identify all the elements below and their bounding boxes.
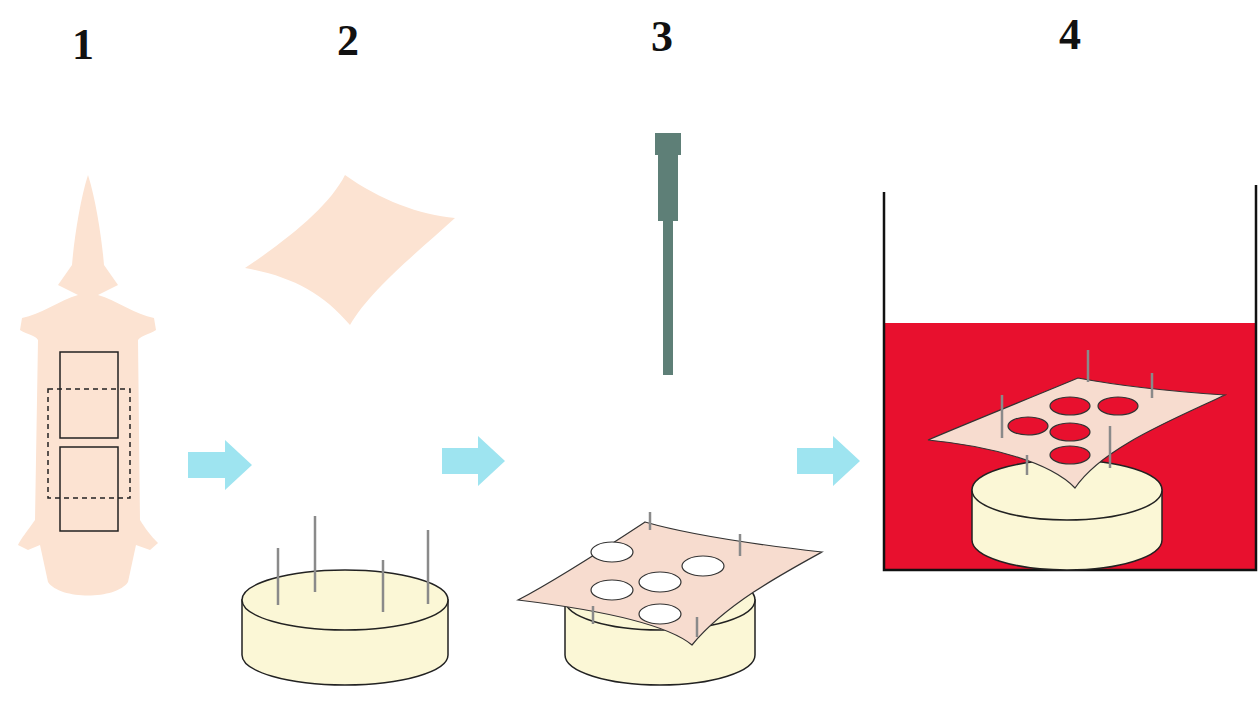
step-arrow (442, 436, 505, 486)
pinned-skin (518, 522, 822, 645)
culture-medium (885, 323, 1256, 570)
biopsy-punch (655, 133, 681, 375)
beaker (884, 185, 1256, 570)
pins (278, 516, 428, 612)
step-arrow (188, 440, 252, 490)
step-number: 1 (72, 23, 94, 67)
skin-piece (245, 175, 455, 325)
dashed-square (48, 389, 130, 498)
step-number: 3 (651, 15, 673, 59)
excision-square (60, 352, 118, 438)
pins (1002, 350, 1152, 475)
pinned-skin (928, 378, 1225, 488)
step-number: 4 (1059, 13, 1081, 57)
pins (593, 512, 740, 637)
cork-disc (242, 570, 448, 685)
animal-silhouette (18, 175, 158, 596)
excision-square (60, 447, 118, 531)
punched-holes (1008, 397, 1138, 464)
step-arrow (797, 436, 860, 486)
punched-holes (591, 542, 724, 624)
step-number: 2 (337, 19, 359, 63)
